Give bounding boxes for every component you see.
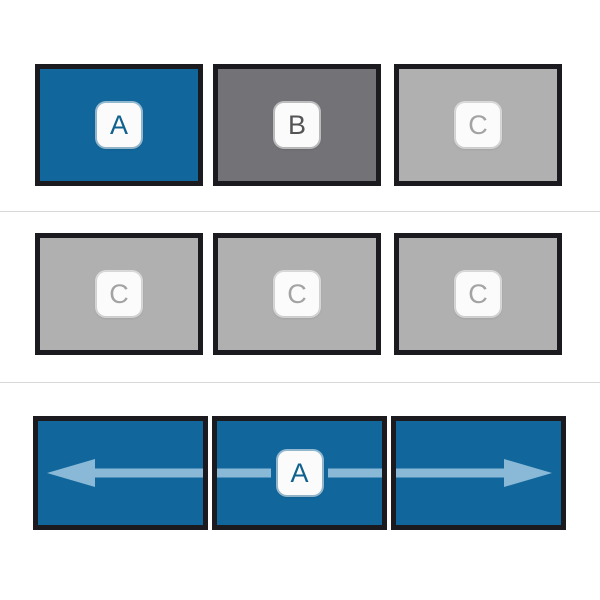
- key-cap[interactable]: C: [456, 272, 500, 316]
- arrow-left-icon: [38, 456, 203, 490]
- key-letter: C: [287, 278, 307, 309]
- arrow-right-icon: [396, 456, 561, 490]
- key-cap[interactable]: C: [456, 103, 500, 147]
- key-cap[interactable]: B: [275, 103, 319, 147]
- key-letter: C: [468, 109, 488, 140]
- key-letter: C: [468, 278, 488, 309]
- row-separator-1: [0, 211, 600, 212]
- panel-row2-col1[interactable]: C: [35, 233, 203, 355]
- key-cap[interactable]: C: [275, 272, 319, 316]
- panel-row3-col1[interactable]: [33, 416, 208, 530]
- panel-row1-col3[interactable]: C: [394, 64, 562, 186]
- panel-row3-col3[interactable]: [391, 416, 566, 530]
- key-cap[interactable]: A: [97, 103, 141, 147]
- panel-row1-col2[interactable]: B: [213, 64, 381, 186]
- panel-row2-col3[interactable]: C: [394, 233, 562, 355]
- key-letter: C: [109, 278, 129, 309]
- panel-row-2: C C C: [0, 233, 600, 355]
- panel-row3-col2[interactable]: A: [212, 416, 387, 530]
- connector-line-right: [328, 468, 382, 478]
- row-separator-2: [0, 382, 600, 383]
- key-letter: A: [290, 457, 309, 488]
- panel-row1-col1[interactable]: A: [35, 64, 203, 186]
- connector-line-left: [217, 468, 271, 478]
- panel-row-1: A B C: [0, 64, 600, 186]
- key-cap[interactable]: C: [97, 272, 141, 316]
- panel-row2-col2[interactable]: C: [213, 233, 381, 355]
- arrow-right-glyph: [396, 459, 552, 487]
- panel-row-3: A: [0, 416, 600, 530]
- key-letter: A: [109, 109, 128, 140]
- arrow-left-glyph: [47, 459, 203, 487]
- key-letter: B: [287, 109, 306, 140]
- key-cap[interactable]: A: [277, 451, 322, 495]
